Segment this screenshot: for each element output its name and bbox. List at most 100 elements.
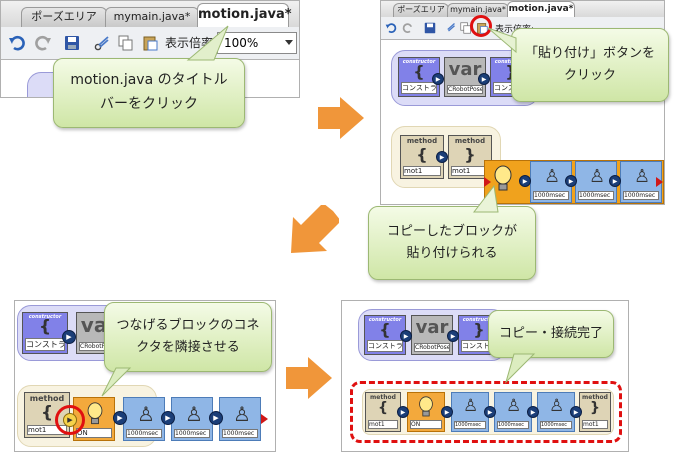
brace-icon: {	[416, 145, 428, 164]
callout-step3: コピーしたブロックが貼り付けられる	[368, 206, 536, 280]
constructor-group: constructor { コンストラ var CRobotPose const…	[358, 309, 506, 361]
callout-text: コピー・接続完了	[498, 325, 603, 341]
zoom-value: 100%	[224, 36, 259, 50]
pose-block[interactable]: ♙ 1000msec	[219, 397, 261, 441]
method-block[interactable]: method { mot1	[24, 392, 70, 438]
connector-icon[interactable]: ▶	[432, 73, 444, 85]
redo-icon[interactable]	[33, 33, 53, 53]
arrow-right-icon	[286, 357, 332, 399]
completed-chain[interactable]: method { mot1 ON ♙ 1000msec ♙ 1000msec ♙…	[362, 389, 614, 435]
undo-icon[interactable]	[384, 21, 398, 35]
method-end-block[interactable]: method } mot1	[579, 392, 611, 432]
connector-icon[interactable]: ▶	[527, 406, 539, 418]
tab-motion[interactable]: motion.java*	[507, 1, 575, 17]
cut-icon[interactable]	[443, 21, 457, 35]
connector-icon[interactable]: ▶	[441, 406, 453, 418]
attaching-chain[interactable]: ON ♙ 1000msec ♙ 1000msec ♙ 1000msec ▶ ▶ …	[73, 397, 273, 441]
block-keyword: constructor	[462, 317, 496, 323]
brace-icon: }	[491, 62, 531, 81]
block-label: 1000msec	[533, 191, 569, 200]
paste-icon[interactable]	[141, 34, 159, 52]
pose-block[interactable]: ♙ 1000msec	[537, 392, 575, 432]
callout-step4: つなげるブロックのコネクタを隣接させる	[104, 302, 272, 372]
connector-icon[interactable]: ▶	[447, 330, 459, 342]
tab-bar: ポーズエリア mymain.java* motion.java*	[381, 1, 664, 18]
connector-icon[interactable]: ▶	[62, 330, 76, 344]
method-block[interactable]: method { mot1	[400, 135, 444, 179]
brace-icon: {	[378, 400, 388, 416]
connector-icon[interactable]: ▶	[478, 73, 490, 85]
chevron-down-icon	[285, 40, 293, 45]
brace-icon: }	[590, 400, 600, 416]
person-icon: ♙	[506, 396, 522, 416]
chain-start-tab	[484, 177, 491, 187]
tab-pose-area[interactable]: ポーズエリア	[393, 3, 449, 17]
block-label: コンストラ	[401, 82, 437, 94]
var-block[interactable]: var CRobotPose	[411, 315, 453, 355]
block-label: 1000msec	[222, 429, 258, 438]
arrow-right-icon	[318, 97, 364, 139]
tab-motion[interactable]: motion.java*	[197, 3, 292, 27]
callout-pointer	[472, 184, 499, 213]
person-icon: ♙	[463, 396, 479, 416]
block-keyword: constructor	[402, 59, 436, 65]
var-text: var	[415, 317, 449, 338]
toolbar: 表示倍率 100%	[1, 27, 299, 60]
block-label: 1000msec	[578, 191, 614, 200]
block-label: ON	[410, 420, 442, 429]
cut-icon[interactable]	[93, 34, 111, 52]
block-keyword: constructor	[491, 59, 531, 65]
lightbulb-icon	[493, 165, 513, 195]
connector-icon[interactable]: ▶	[570, 406, 582, 418]
callout-step5: コピー・接続完了	[488, 310, 614, 358]
copy-icon[interactable]	[117, 34, 135, 52]
connector-icon[interactable]: ▶	[484, 406, 496, 418]
person-icon: ♙	[634, 166, 651, 187]
block-label: mot1	[403, 166, 441, 176]
lightbulb-icon	[418, 396, 434, 424]
connector-icon[interactable]: ▶	[397, 406, 409, 418]
lightbulb-block[interactable]: ON	[407, 392, 445, 432]
connector-icon[interactable]: ▶	[209, 411, 223, 425]
connector-icon[interactable]: ▶	[161, 411, 175, 425]
callout-pointer	[504, 353, 536, 384]
block-label: mot1	[368, 420, 398, 429]
pasted-chain[interactable]: ♙ 1000msec ♙ 1000msec ♙ 1000msec ▶ ▶ ▶	[484, 160, 664, 204]
tab-label: mymain.java*	[450, 5, 506, 14]
pose-block[interactable]: ♙ 1000msec	[620, 161, 662, 203]
block-keyword: method	[370, 394, 396, 401]
connector-icon[interactable]: ▶	[436, 151, 448, 163]
connector-icon[interactable]: ▶	[609, 175, 621, 187]
connector-icon[interactable]: ▶	[113, 411, 127, 425]
brace-icon: }	[473, 320, 485, 339]
callout-pointer	[186, 25, 229, 61]
tab-label: motion.java*	[508, 4, 574, 14]
connector-icon[interactable]: ▶	[519, 175, 531, 187]
brace-icon: {	[38, 317, 52, 337]
connector-highlight-ring	[55, 405, 85, 435]
method-block[interactable]: method { mot1	[365, 392, 401, 432]
redo-icon[interactable]	[401, 21, 415, 35]
connector-icon[interactable]: ▶	[565, 175, 577, 187]
constructor-block[interactable]: constructor { コンストラ	[22, 312, 68, 354]
zoom-select[interactable]: 100%	[217, 32, 297, 54]
save-icon[interactable]	[423, 21, 437, 35]
brace-icon: {	[413, 62, 425, 81]
tab-label: ポーズエリア	[31, 10, 97, 23]
block-label: 1000msec	[540, 421, 572, 429]
connector-icon[interactable]: ▶	[400, 330, 412, 342]
person-icon: ♙	[233, 402, 251, 426]
constructor-block[interactable]: constructor { コンストラ	[364, 315, 406, 355]
tab-pose-area[interactable]: ポーズエリア	[21, 7, 107, 27]
tab-label: motion.java*	[198, 7, 292, 22]
pose-block[interactable]: ♙ 1000msec	[123, 397, 165, 441]
brace-icon: {	[40, 403, 54, 423]
pose-block[interactable]: ♙ 1000msec	[171, 397, 213, 441]
person-icon: ♙	[589, 166, 606, 187]
person-icon: ♙	[137, 402, 155, 426]
save-icon[interactable]	[63, 34, 81, 52]
callout-text: つなげるブロックのコネクタを隣接させる	[116, 317, 260, 355]
completion-highlight	[350, 381, 622, 443]
brace-icon: }	[464, 145, 476, 164]
undo-icon[interactable]	[7, 33, 27, 53]
